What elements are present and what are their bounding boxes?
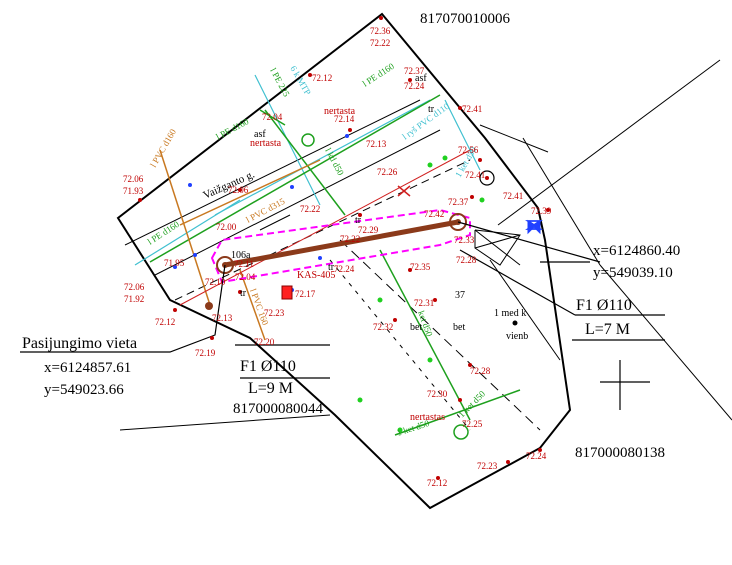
kas-label: KAS-405	[297, 270, 335, 281]
elevation-label: 71.93	[123, 186, 144, 196]
kas-cabinet-icon	[281, 285, 293, 300]
connection-y: y=549023.66	[44, 382, 124, 398]
elevation-label: 72.24	[404, 81, 425, 91]
elevation-label: 72.35	[410, 262, 431, 272]
elevation-label: 72.22	[370, 38, 390, 48]
misc-labels: KAS-405 106a 37 tr tr tr tr asf asf bet …	[231, 73, 465, 423]
segment-2-length: L=7 M	[585, 321, 630, 338]
elevation-label: 72.06	[124, 282, 145, 292]
elevation-label: 72.25	[462, 419, 483, 429]
tr-label-a: tr	[428, 104, 435, 115]
elevation-label: 72.11	[234, 259, 254, 269]
tree-icon	[479, 170, 495, 186]
elevation-label: 72.20	[254, 337, 275, 347]
elevation-label: 72.29	[358, 225, 379, 235]
elevation-label: 72.00	[216, 222, 237, 232]
building-label: 1 med k	[494, 308, 526, 319]
elevation-label: 72.23	[477, 461, 498, 471]
asf-label-b: asf	[254, 129, 266, 140]
label-37: 37	[455, 290, 465, 301]
segment-1-length: L=9 M	[248, 380, 293, 397]
nertasta-label-b: nertasta	[250, 138, 282, 149]
elevation-label: 72.22	[300, 204, 320, 214]
elevation-label: 71.92	[124, 294, 144, 304]
tr-label-c: tr	[240, 288, 247, 299]
elevation-label: 72.33	[454, 235, 475, 245]
nertastas-label: nertastas	[410, 412, 445, 423]
elevation-label: 72.12	[155, 317, 175, 327]
elevation-label: 72.12	[312, 73, 332, 83]
pipe-label-pvc160: l PVC d160	[148, 127, 178, 169]
connection-x: x=6124857.61	[44, 360, 131, 376]
segment-1-spec: F1 Ø110	[240, 358, 296, 375]
nertasta-label-a: nertasta	[324, 106, 356, 117]
elevation-label: 72.13	[212, 313, 233, 323]
elevation-label: 72.37	[448, 197, 469, 207]
segment-2-spec: F1 Ø110	[576, 297, 632, 314]
elevation-label: 72.14	[334, 114, 355, 124]
elevation-label: 72.41	[465, 170, 485, 180]
elevation-label: 72.13	[366, 139, 387, 149]
elevation-label: 72.37	[404, 66, 425, 76]
elevation-label: 72.10	[205, 277, 226, 287]
end-point-x: x=6124860.40	[593, 243, 680, 259]
elevation-label: 72.06	[123, 174, 144, 184]
elevation-label: 72.31	[414, 298, 434, 308]
gas-pipe	[224, 219, 459, 268]
bet-label-a: bet	[410, 322, 422, 333]
elevation-labels: 72.36 72.22 72.12 72.37 72.24 72.41 72.0…	[123, 26, 552, 488]
elevation-label: 72.04	[262, 112, 283, 122]
pipe-label-pvc315: l PVC d315	[244, 196, 287, 225]
elevation-label: 72.30	[427, 389, 448, 399]
elevation-label: 71.95	[164, 258, 185, 268]
elevation-label: 72.22	[340, 234, 360, 244]
valve-icon	[525, 219, 543, 235]
elevation-label: 72.39	[531, 206, 552, 216]
elevation-dots	[138, 16, 550, 480]
elevation-label: 72.04	[235, 272, 256, 282]
elevation-label: 72.23	[264, 308, 285, 318]
pipe-label-telecom-a: l ryš PVC d110	[400, 101, 451, 142]
pipe-label-telecom-b: 6 k MTP	[288, 64, 313, 97]
parcel-id-right: 817000080138	[575, 445, 665, 461]
elevation-label: 72.32	[373, 322, 393, 332]
tr-label-b: tr	[355, 215, 362, 226]
elevation-label: 72.06	[228, 185, 249, 195]
pipe-label-pe160-mid: l PE d160	[214, 116, 250, 142]
water-points	[357, 155, 485, 433]
well-label: 106a	[231, 250, 251, 261]
elevation-label: 72.26	[377, 167, 398, 177]
building-material: vienb	[506, 331, 528, 342]
elevation-label: 72.19	[195, 348, 216, 358]
elevation-label: 72.42	[424, 209, 444, 219]
sewer-lines	[159, 149, 321, 341]
elevation-label: 72.36	[370, 26, 391, 36]
parcel-id-top: 817070010006	[420, 11, 511, 27]
connection-point-markers	[205, 213, 467, 310]
power-line	[179, 149, 471, 306]
elevation-label: 72.41	[503, 191, 523, 201]
elevation-label: 72.28	[470, 366, 491, 376]
tr-label-d: tr	[328, 262, 335, 273]
parcel-id-bottom-left: 817000080044	[233, 401, 324, 417]
elevation-label: 72.56	[458, 145, 479, 155]
elevation-label: 72.12	[427, 478, 447, 488]
highlight-outline	[210, 208, 471, 284]
elevation-label: 72.24	[526, 451, 547, 461]
elevation-label: 72.28	[456, 255, 477, 265]
parcel-boundaries	[116, 12, 732, 510]
elevation-label: 72.17	[295, 289, 316, 299]
pipe-label-pe160-top: l PE d160	[361, 61, 397, 89]
elevation-label: 72.41	[462, 104, 482, 114]
cross-marker-icon	[397, 185, 411, 197]
water-lines	[149, 94, 521, 440]
elevation-label: 72.24	[334, 264, 355, 274]
leader-lines	[20, 221, 665, 410]
bet-label-b: bet	[453, 322, 465, 333]
survey-points	[173, 134, 349, 292]
asf-label-a: asf	[415, 73, 427, 84]
end-point-y: y=549039.10	[593, 265, 673, 281]
connection-title: Pasijungimo vieta	[22, 335, 137, 352]
